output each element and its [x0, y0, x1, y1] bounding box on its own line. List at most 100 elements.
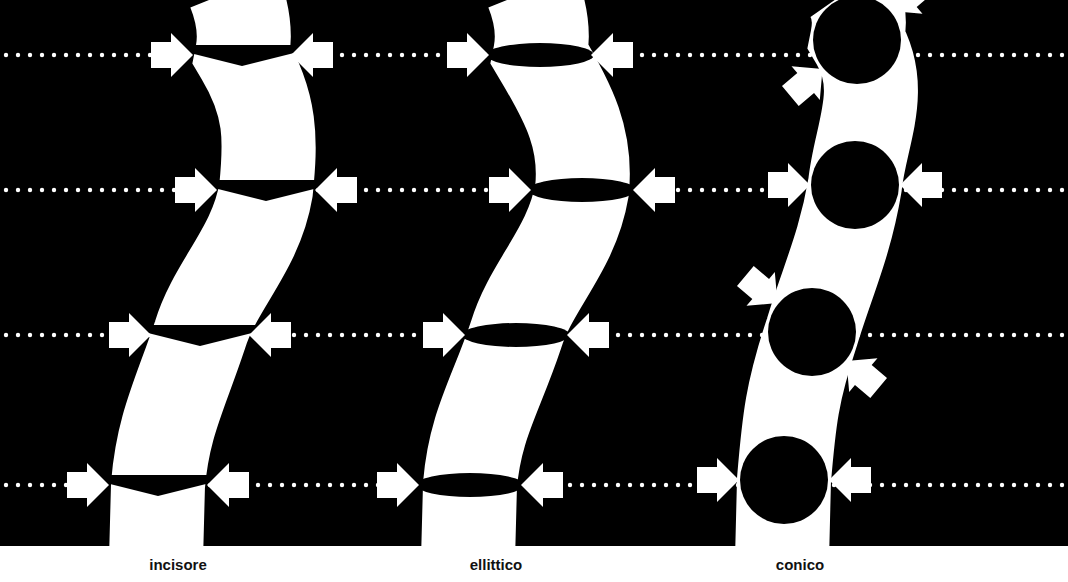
stylus-type-label: ellittico	[470, 556, 523, 573]
dot	[1048, 483, 1052, 487]
dot	[136, 188, 140, 192]
dot	[892, 333, 896, 337]
dot	[1012, 333, 1016, 337]
dot	[436, 188, 440, 192]
dot	[64, 188, 68, 192]
dot	[388, 333, 392, 337]
dot	[940, 53, 944, 57]
dot	[4, 483, 8, 487]
dot	[868, 333, 872, 337]
dot	[292, 333, 296, 337]
stylus-tip	[813, 0, 901, 84]
dot	[460, 188, 464, 192]
force-arrow	[489, 168, 531, 212]
stylus-tip	[486, 43, 594, 67]
dot	[700, 333, 704, 337]
dot	[904, 483, 908, 487]
dot	[796, 53, 800, 57]
dot	[124, 53, 128, 57]
dot	[952, 188, 956, 192]
dot	[376, 53, 380, 57]
dot	[712, 53, 716, 57]
dot	[52, 53, 56, 57]
force-arrow	[877, 0, 937, 28]
dot	[1048, 53, 1052, 57]
dot	[148, 188, 152, 192]
dot	[364, 483, 368, 487]
dot	[676, 188, 680, 192]
dot	[28, 188, 32, 192]
dot	[328, 333, 332, 337]
dot	[64, 53, 68, 57]
force-arrow	[207, 463, 249, 507]
dot	[64, 333, 68, 337]
dot	[256, 483, 260, 487]
force-arrow	[249, 313, 291, 357]
dot	[988, 188, 992, 192]
dot	[1024, 483, 1028, 487]
dot	[52, 333, 56, 337]
dot	[580, 483, 584, 487]
dot	[940, 333, 944, 337]
dot	[352, 483, 356, 487]
dot	[436, 53, 440, 57]
force-arrow	[291, 33, 333, 77]
dot	[916, 333, 920, 337]
dot	[772, 53, 776, 57]
dot	[688, 333, 692, 337]
dot	[424, 53, 428, 57]
dot	[760, 188, 764, 192]
dot	[604, 483, 608, 487]
force-arrow	[697, 458, 739, 502]
force-arrow	[768, 163, 810, 207]
force-arrow	[591, 33, 633, 77]
dot	[940, 483, 944, 487]
dot	[352, 53, 356, 57]
dot	[724, 53, 728, 57]
dot	[592, 483, 596, 487]
stylus-tip	[144, 325, 256, 346]
dot	[904, 333, 908, 337]
dot	[748, 333, 752, 337]
stylus-tip	[186, 45, 298, 66]
dot	[88, 53, 92, 57]
dot	[712, 188, 716, 192]
dot	[364, 188, 368, 192]
dot	[760, 53, 764, 57]
dot	[340, 333, 344, 337]
dot	[652, 333, 656, 337]
dot	[988, 483, 992, 487]
dot	[652, 53, 656, 57]
dot	[976, 483, 980, 487]
dot	[952, 53, 956, 57]
dot	[640, 53, 644, 57]
dot	[328, 483, 332, 487]
dot	[400, 53, 404, 57]
force-arrow	[447, 33, 489, 77]
dot	[724, 188, 728, 192]
dot	[412, 333, 416, 337]
dot	[376, 333, 380, 337]
dot	[748, 53, 752, 57]
dot	[1000, 483, 1004, 487]
stylus-type-label: incisore	[149, 556, 207, 573]
dot	[1012, 188, 1016, 192]
dot	[988, 333, 992, 337]
dot	[412, 53, 416, 57]
dot	[784, 53, 788, 57]
dot	[712, 333, 716, 337]
dot	[736, 333, 740, 337]
dot	[1036, 483, 1040, 487]
stylus-tip	[528, 178, 636, 202]
dot	[1000, 188, 1004, 192]
dot	[28, 483, 32, 487]
force-arrow	[829, 458, 871, 502]
groove-band	[67, 0, 357, 560]
dot	[1048, 188, 1052, 192]
dot	[4, 53, 8, 57]
dot	[1036, 53, 1040, 57]
force-arrow	[521, 463, 563, 507]
dot	[340, 53, 344, 57]
dot	[268, 483, 272, 487]
dot	[352, 333, 356, 337]
